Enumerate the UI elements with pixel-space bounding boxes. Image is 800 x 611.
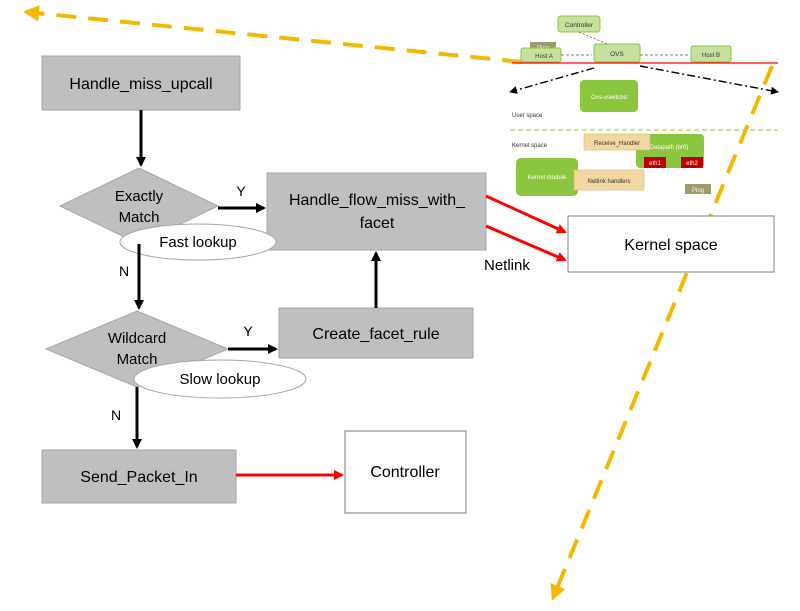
handle-miss-upcall-box xyxy=(41,55,241,111)
send-packet-in-label: Send_Packet_In xyxy=(80,469,197,486)
handle-flow-miss-label-line2: facet xyxy=(360,215,395,232)
inset-ping-bottom-box xyxy=(685,184,711,194)
inset-receive-handler-label: Receive_Handler xyxy=(594,141,640,147)
handle-flow-miss-label-line1: Handle_flow_miss_with_ xyxy=(289,192,466,209)
inset-network-diagram: Controller Ping Host A OVS Host B Ovs-vs… xyxy=(509,15,779,196)
inset-host-b-box xyxy=(690,45,732,63)
inset-ovs-label: OVS xyxy=(610,51,624,58)
inset-netlink-handlers-box xyxy=(573,169,645,191)
inset-receive-handler-box xyxy=(583,133,651,151)
controller-label: Controller xyxy=(370,464,440,481)
kernel-space-label: Kernel space xyxy=(624,237,717,254)
inset-eth2-label: eth2 xyxy=(686,161,698,167)
handle-flow-miss-box xyxy=(266,172,487,251)
fast-lookup-label: Fast lookup xyxy=(159,234,237,251)
inset-eth1-label: eth1 xyxy=(649,161,661,167)
arrow-flow-miss-to-kernel-2 xyxy=(485,224,567,262)
inset-ovs-vswitchd-label: Ovs-vswitchd xyxy=(591,95,627,101)
inset-kernel-space-label: Kernel space xyxy=(512,143,548,149)
wildcard-yes-label: Y xyxy=(243,323,253,339)
create-facet-rule-label: Create_facet_rule xyxy=(312,326,439,343)
slow-lookup-label: Slow lookup xyxy=(180,371,261,388)
send-packet-in-box xyxy=(41,449,237,504)
inset-host-a-label: Host A xyxy=(535,54,553,60)
inset-user-space-label: User space xyxy=(512,113,543,119)
exactly-match-label-line1: Exactly xyxy=(115,188,164,205)
zoom-line-top xyxy=(23,5,523,64)
create-facet-rule-box xyxy=(278,307,474,359)
inset-ping-top-box xyxy=(530,42,556,52)
inset-ping-bottom-label: Ping xyxy=(692,188,704,194)
inset-zoom-left xyxy=(509,67,595,94)
wildcard-match-label-line1: Wildcard xyxy=(108,330,166,347)
exactly-match-label-line2: Match xyxy=(119,209,160,226)
inset-datapath-label: Datapath (br0) xyxy=(650,145,689,151)
inset-controller-label: Controller xyxy=(565,22,594,29)
exact-yes-label: Y xyxy=(236,183,246,199)
netlink-label: Netlink xyxy=(484,257,530,274)
inset-kernel-module-box xyxy=(516,158,578,196)
inset-host-b-label: Host B xyxy=(702,53,720,59)
kernel-space-box xyxy=(567,215,775,273)
slow-lookup-ellipse xyxy=(133,359,307,399)
fast-lookup-ellipse xyxy=(119,223,277,261)
inset-kernel-module-label: Kernel module xyxy=(528,175,567,181)
inset-eth1-box xyxy=(644,157,666,168)
controller-box xyxy=(344,430,467,514)
wildcard-no-label: N xyxy=(111,407,121,423)
inset-ovs-box xyxy=(593,43,641,63)
arrow-flow-miss-to-kernel-1 xyxy=(485,194,567,234)
exact-no-label: N xyxy=(119,263,129,279)
wildcard-match-label-line2: Match xyxy=(117,351,158,368)
inset-zoom-right xyxy=(639,65,779,95)
inset-eth2-box xyxy=(681,157,703,168)
handle-miss-upcall-label: Handle_miss_upcall xyxy=(69,76,212,93)
inset-netlink-handlers-label: Netlink handlers xyxy=(587,179,630,185)
inset-ovs-vswitchd-box xyxy=(580,80,638,112)
